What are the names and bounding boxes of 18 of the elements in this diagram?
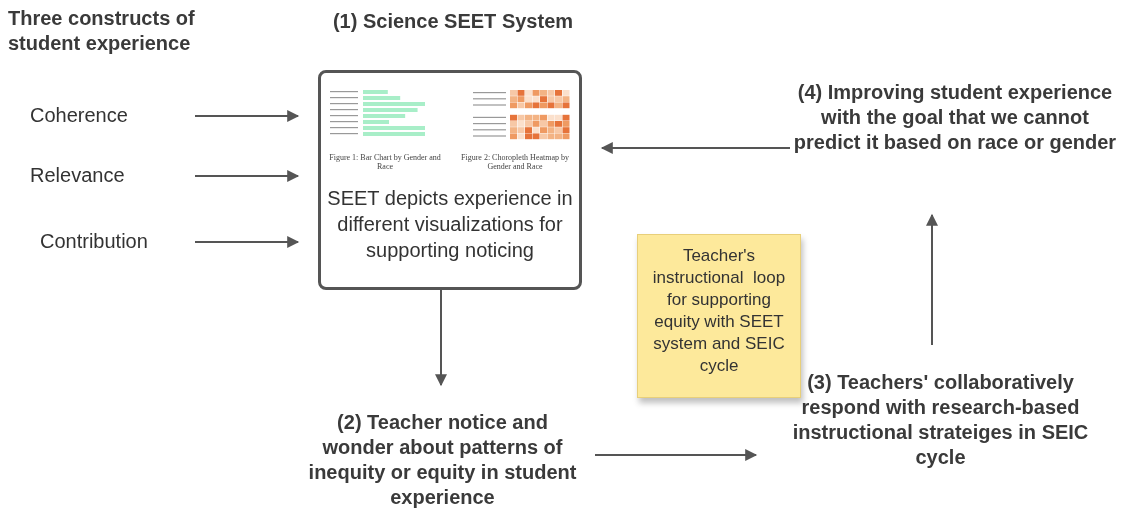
arrow [194,236,300,248]
arrow [594,449,758,461]
arrow [435,289,447,387]
sticky-note: Teacher's instructional loop for supporting equity with SEET system and SEIC cycle [637,234,801,398]
arrow [194,110,300,122]
step-text: (4) Improving student experience with the goal that we cannot predict it based on race or gender [792,80,1118,155]
box-description: SEET depicts experience in different visualizations for supporting noticing [326,186,574,263]
figure-caption: Figure 1: Bar Chart by Gender and Race [328,153,442,171]
arrow [194,170,300,182]
construct-label: Relevance [30,163,126,188]
arrow [926,213,938,346]
step-text: (2) Teacher notice and wonder about patterns of inequity or equity in student experience [307,410,578,510]
column-heading: Three constructs of student experience [8,6,196,56]
construct-label: Contribution [40,229,149,254]
figure-caption: Figure 2: Choropleth Heatmap by Gender and Race [460,153,570,171]
arrow [600,142,791,154]
box-title: (1) Science SEET System [331,9,575,34]
construct-label: Coherence [30,103,129,128]
